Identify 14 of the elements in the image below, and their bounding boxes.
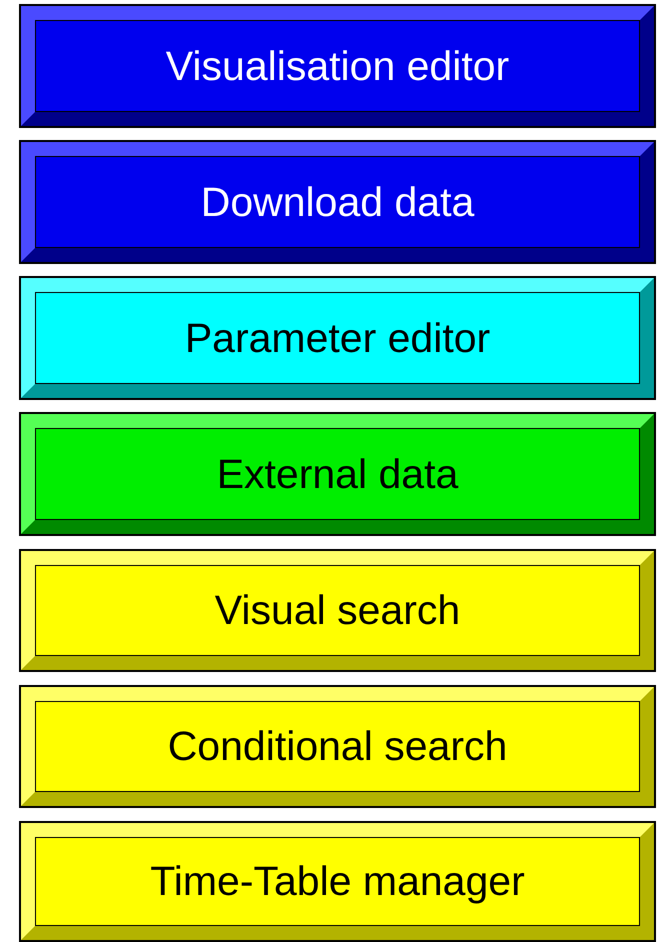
box-label: Download data — [200, 178, 474, 226]
bevel-box — [21, 142, 654, 262]
box-label: Time-Table manager — [150, 858, 525, 905]
box-label: Parameter editor — [184, 314, 490, 362]
bevel-box — [21, 414, 654, 534]
bevel-box — [21, 6, 654, 126]
bevel-box — [21, 687, 654, 806]
box-label: External data — [216, 450, 458, 498]
box-label: Visualisation editor — [166, 42, 510, 90]
bevel-box — [21, 551, 654, 670]
bevel-box — [21, 823, 654, 940]
bevel-box — [21, 278, 654, 398]
box-label: Conditional search — [168, 723, 508, 770]
box-label: Visual search — [214, 587, 460, 634]
